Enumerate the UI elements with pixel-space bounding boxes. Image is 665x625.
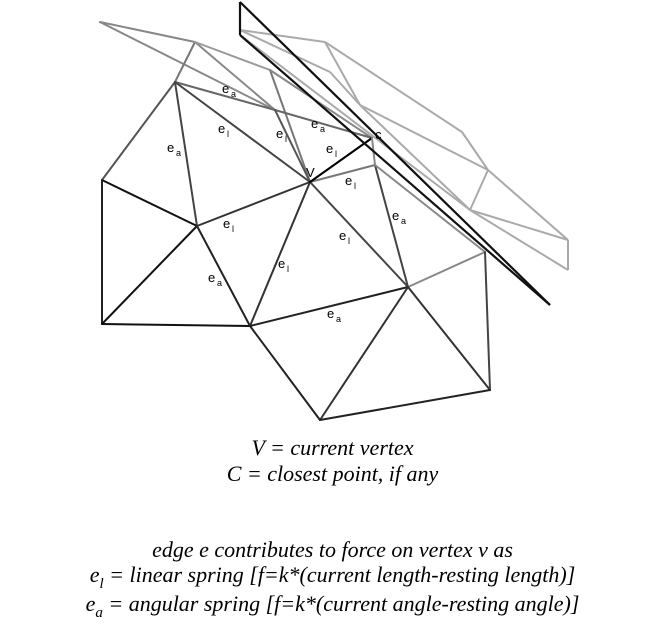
mesh-edges bbox=[99, 21, 491, 421]
svg-text:e: e bbox=[218, 121, 225, 136]
svg-text:a: a bbox=[401, 216, 406, 226]
svg-text:e: e bbox=[167, 140, 174, 155]
svg-text:l: l bbox=[354, 181, 356, 191]
svg-text:l: l bbox=[227, 129, 229, 139]
svg-text:l: l bbox=[232, 224, 234, 234]
svg-text:e: e bbox=[345, 173, 352, 188]
svg-text:e: e bbox=[326, 141, 333, 156]
legend-closest-point: C = closest point, if any bbox=[226, 461, 439, 486]
explanation-angular-spring: ea = angular spring [f=k*(current angle-… bbox=[0, 591, 665, 622]
svg-text:l: l bbox=[335, 149, 337, 159]
closest-point-label: c bbox=[375, 127, 382, 142]
linear-spring-subscript: l bbox=[99, 576, 104, 592]
svg-text:e: e bbox=[276, 126, 283, 141]
svg-text:e: e bbox=[278, 256, 285, 271]
explanation-intro: edge e contributes to force on vertex v … bbox=[152, 537, 513, 562]
svg-text:e: e bbox=[222, 81, 229, 96]
svg-text:a: a bbox=[176, 148, 181, 158]
svg-text:a: a bbox=[320, 124, 325, 134]
svg-text:e: e bbox=[311, 116, 318, 131]
svg-text:l: l bbox=[287, 264, 289, 274]
svg-text:e: e bbox=[223, 216, 230, 231]
linear-spring-text: = linear spring [f=k*(current length-res… bbox=[103, 562, 576, 587]
svg-text:e: e bbox=[339, 228, 346, 243]
explanation-linear-spring: el = linear spring [f=k*(current length-… bbox=[0, 562, 665, 593]
svg-text:a: a bbox=[217, 278, 222, 288]
svg-text:e: e bbox=[327, 306, 334, 321]
vertex-label: V bbox=[306, 165, 315, 180]
svg-text:l: l bbox=[285, 134, 287, 144]
svg-text:e: e bbox=[392, 208, 399, 223]
background-mesh-sheet bbox=[239, 29, 569, 271]
angular-spring-subscript: a bbox=[95, 605, 103, 621]
svg-text:a: a bbox=[336, 314, 341, 324]
angular-spring-text: = angular spring [f=k*(current angle-res… bbox=[102, 591, 580, 616]
svg-text:l: l bbox=[348, 236, 350, 246]
obstacle-triangle bbox=[238, 1, 551, 306]
angular-spring-symbol: e bbox=[85, 591, 96, 616]
linear-spring-symbol: e bbox=[89, 562, 100, 587]
legend-vertex: V = current vertex bbox=[251, 435, 414, 460]
svg-text:e: e bbox=[208, 270, 215, 285]
svg-text:a: a bbox=[231, 89, 236, 99]
